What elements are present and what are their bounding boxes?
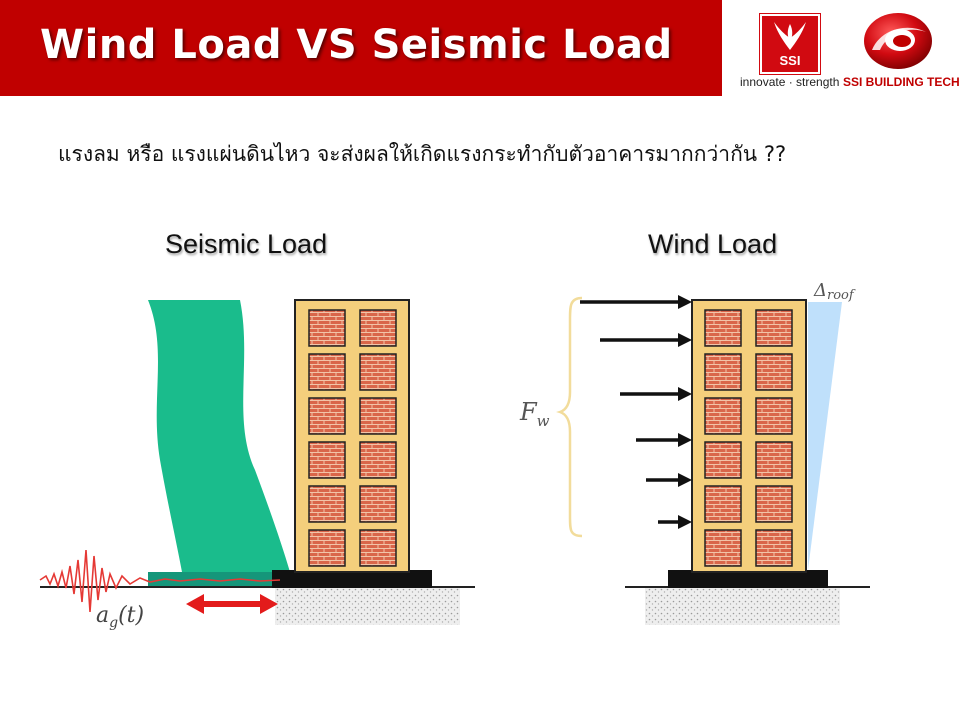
badge-text: SSI [779, 53, 801, 68]
tulip-icon [774, 22, 806, 50]
wind-force-arrows [580, 300, 688, 524]
ground-acceleration-label: ag(t) [96, 603, 144, 631]
wind-force-label: Fw [519, 398, 550, 430]
wind-arrow-heads [678, 295, 692, 529]
seismic-building [294, 299, 410, 573]
seismic-diagram: ag(t) [39, 299, 475, 631]
page-title: Wind Load VS Seismic Load [40, 22, 673, 68]
seismic-soil [275, 587, 460, 625]
question-text: แรงลม หรือ แรงแผ่นดินไหว จะส่งผลให้เกิดแ… [58, 142, 787, 166]
force-brace [556, 296, 583, 538]
ground-acceleration-signal [39, 549, 281, 613]
logo-area: SSI innovate · strength SSI BUILDING TEC… [730, 8, 960, 96]
roof-drift-label: Δroof [813, 280, 856, 303]
wind-foundation [668, 570, 828, 588]
seismic-base-shifted [148, 572, 280, 586]
seismic-wave [148, 300, 290, 572]
seismic-title: Seismic Load [165, 229, 328, 259]
wind-soil [645, 587, 840, 625]
wind-title: Wind Load [648, 229, 778, 259]
company-name: SSI BUILDING TECH [843, 75, 960, 89]
roof-drift-wedge [808, 302, 842, 570]
ssi-ring-logo-icon [864, 13, 932, 69]
tagline: innovate · strength [740, 75, 840, 89]
wind-building [691, 299, 807, 573]
wind-diagram: Fw Δroof [519, 280, 870, 625]
ssi-badge-logo: SSI [759, 13, 821, 75]
seismic-foundation [272, 570, 432, 588]
ground-motion-arrow [186, 594, 278, 614]
title-bar: Wind Load VS Seismic Load [0, 0, 722, 96]
